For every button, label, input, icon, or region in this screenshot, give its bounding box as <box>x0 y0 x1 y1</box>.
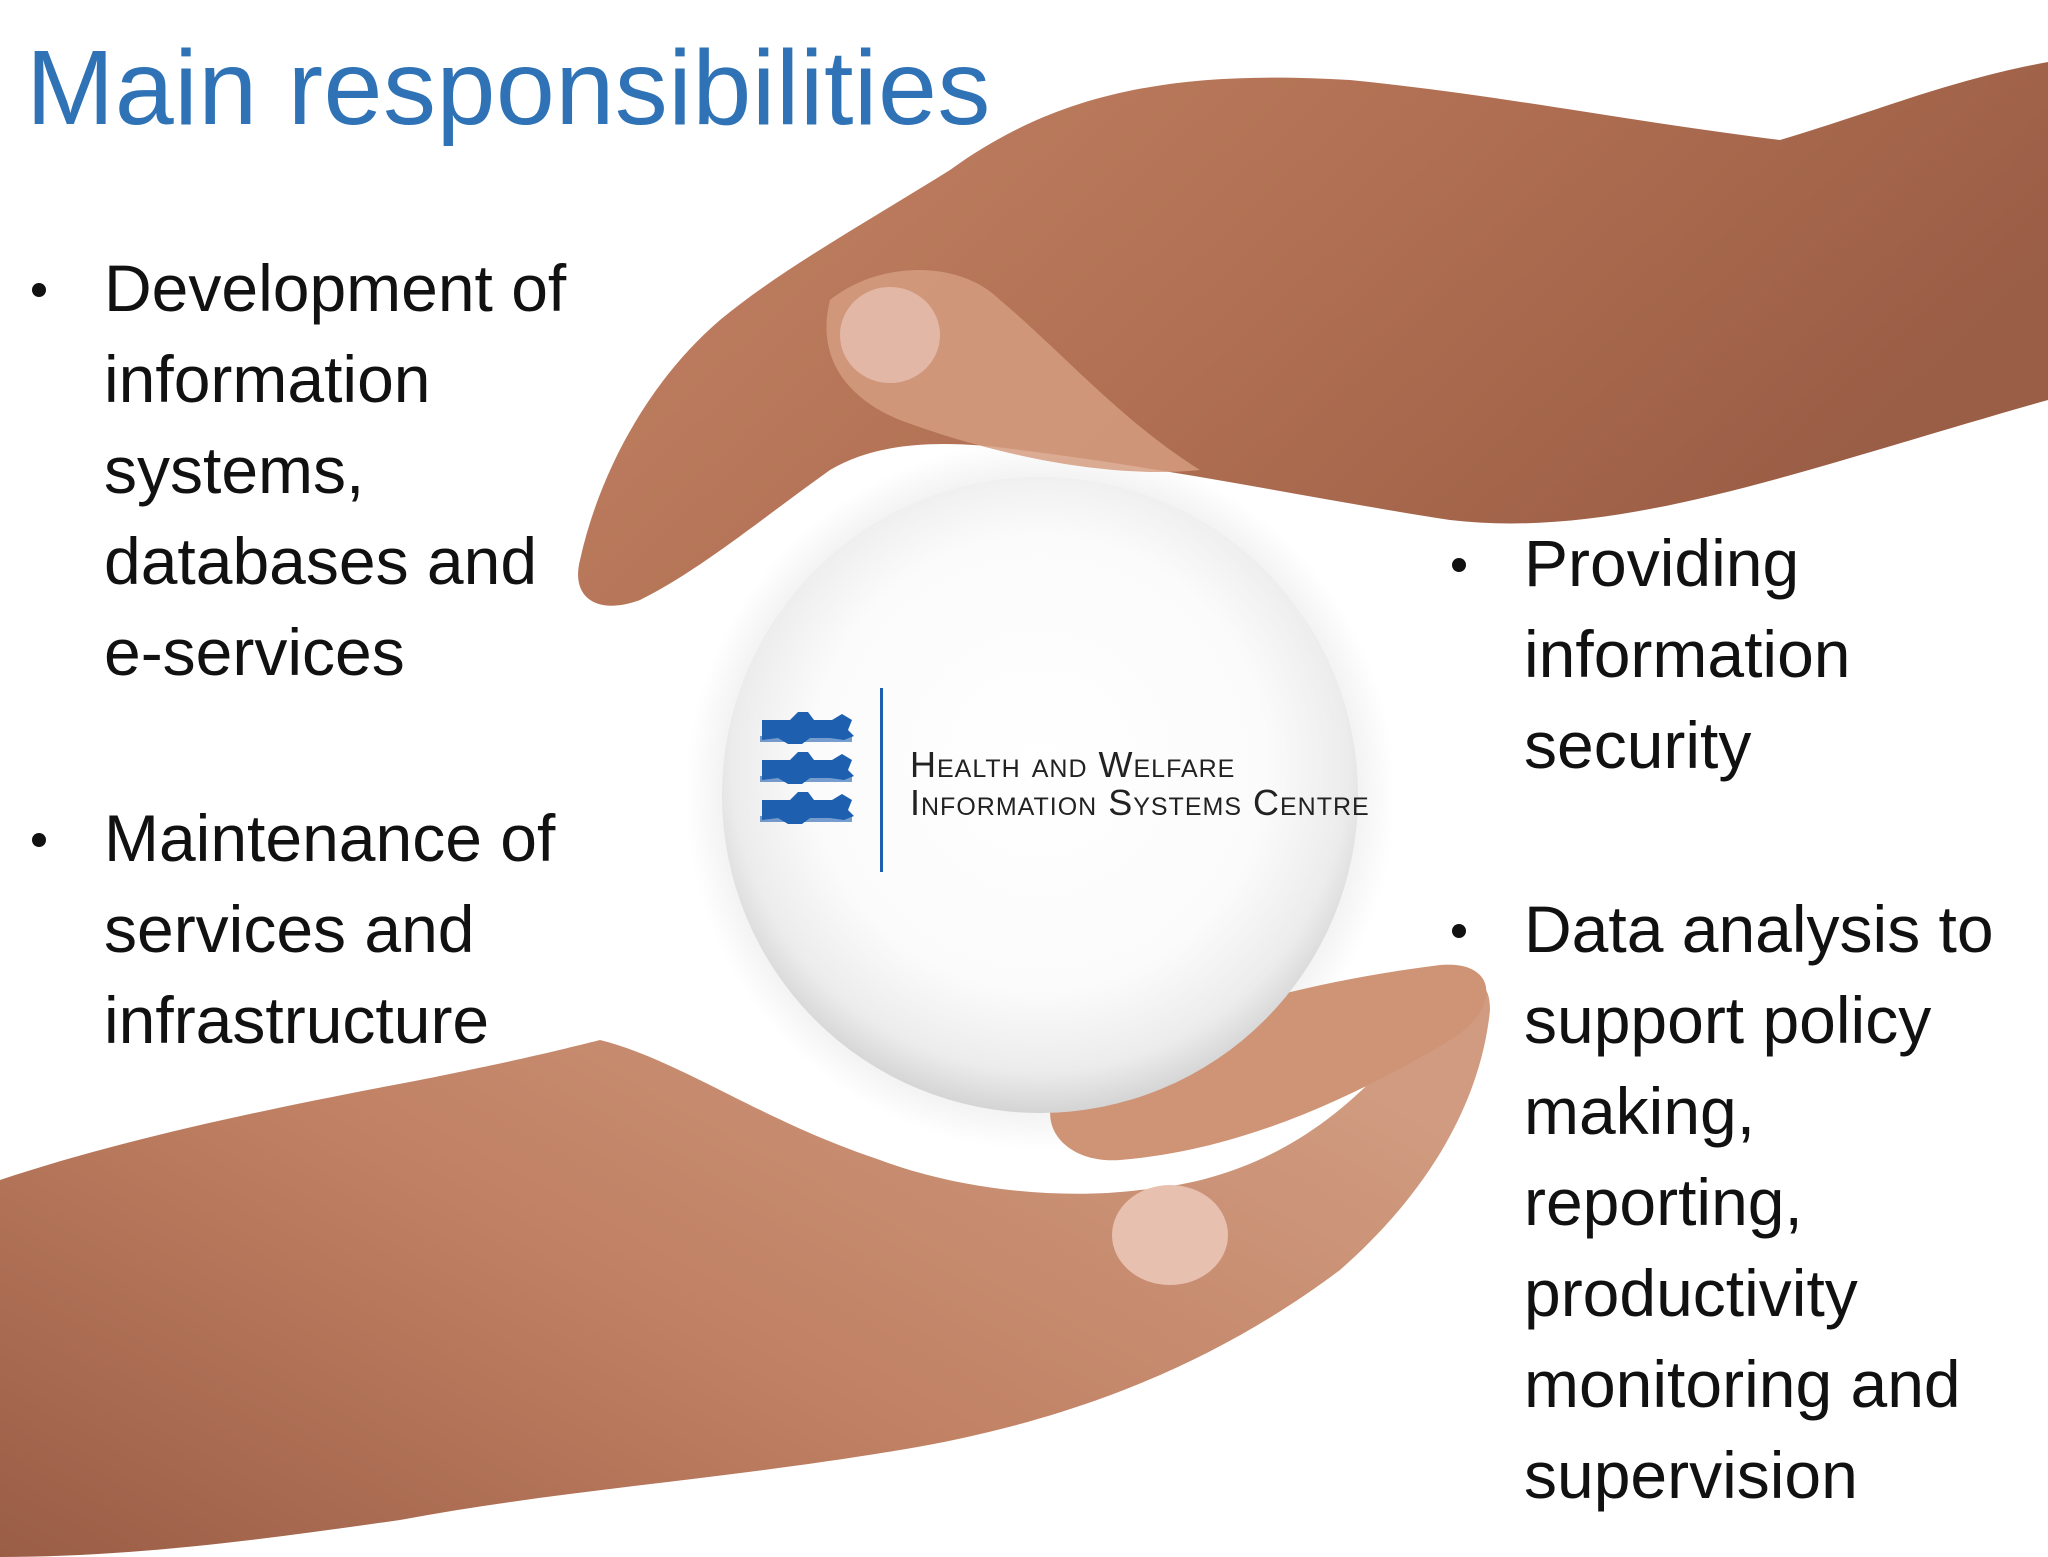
bottom-hand <box>0 984 1490 1557</box>
organization-logo-text: Health and Welfare Information Systems C… <box>910 746 1370 822</box>
bullet-security: Providing information security <box>1420 518 2040 791</box>
bullet-text: Maintenance of services and infrastructu… <box>104 801 556 1057</box>
bullet-data-analysis: Data analysis to support policy making, … <box>1420 884 2045 1521</box>
bullet-maintenance: Maintenance of services and infrastructu… <box>0 793 620 1066</box>
bullet-text: Data analysis to support policy making, … <box>1524 892 1994 1512</box>
bottom-fingers <box>1050 964 1487 1161</box>
bullet-dot <box>1420 518 1524 609</box>
bottom-thumbnail <box>1112 1185 1228 1285</box>
bullet-development: Development of information systems, data… <box>0 243 620 698</box>
globe <box>722 477 1358 1113</box>
bullet-dot <box>0 793 104 884</box>
logo-divider <box>880 688 883 872</box>
bullet-text: Providing information security <box>1524 526 1851 782</box>
coat-of-arms-icon <box>760 712 854 824</box>
top-hand <box>578 62 2048 606</box>
top-thumbnail <box>840 287 940 383</box>
bullet-text: Development of information systems, data… <box>104 251 567 689</box>
slide-title: Main responsibilities <box>26 29 991 147</box>
logo-line-1: Health and Welfare <box>910 744 1236 785</box>
bullet-dot <box>1420 884 1524 975</box>
bullet-dot <box>0 243 104 334</box>
logo-line-2: Information Systems Centre <box>910 782 1370 823</box>
